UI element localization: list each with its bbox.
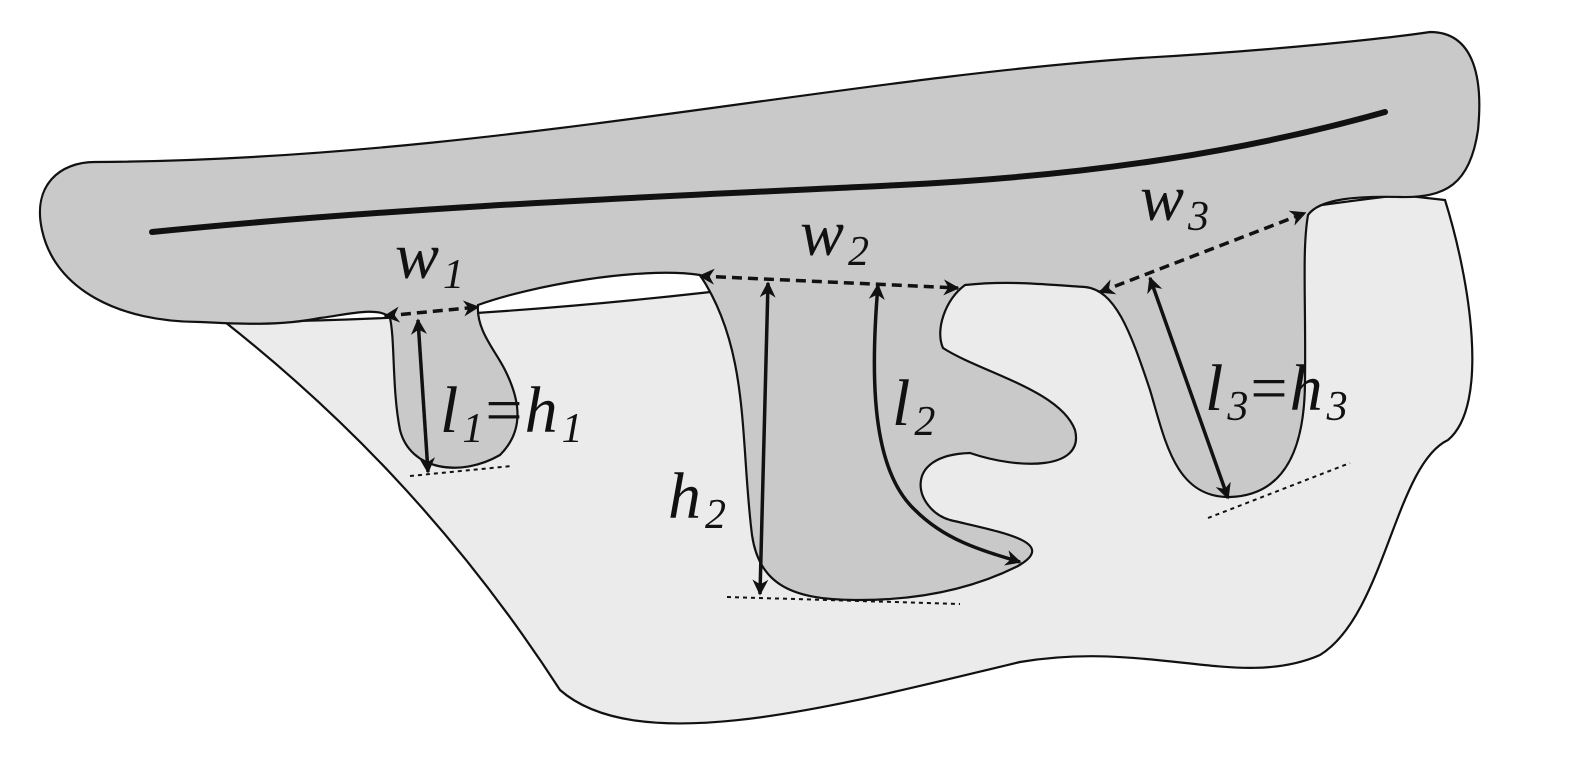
tip-baseline-2 (726, 596, 961, 605)
label-equals-3: = (1250, 352, 1287, 425)
label-equals-1: = (485, 374, 522, 447)
length-height-arrow-1 (410, 318, 436, 474)
tip-baseline-1 (409, 465, 513, 477)
label-l2-sub: 2 (914, 399, 935, 445)
label-w2-letter: w (800, 197, 844, 270)
label-w3-sub: 3 (1187, 194, 1209, 240)
height-arrow-2 (752, 281, 776, 596)
length-height-arrow-3 (1147, 276, 1231, 500)
label-w2-sub: 2 (848, 229, 869, 275)
internal-boundary-curve (149, 109, 1388, 235)
tip-baseline-3 (1207, 462, 1351, 519)
label-l1-equals-h1: l1=h1 (440, 374, 583, 452)
label-l1-letter: l (440, 374, 458, 447)
label-l3-equals-h3: l3=h3 (1205, 352, 1348, 430)
label-l1-sub: 1 (462, 406, 483, 452)
label-w3: w3 (1140, 162, 1209, 240)
label-h2-sub: 2 (705, 492, 726, 538)
label-w2: w2 (800, 197, 869, 275)
label-h3-sub: 3 (1326, 384, 1348, 430)
label-w3-letter: w (1140, 162, 1184, 235)
label-h1-sub: 1 (562, 406, 583, 452)
label-l3-letter: l (1205, 352, 1223, 425)
length-arrow-2 (868, 283, 1022, 566)
label-w1-letter: w (395, 220, 439, 293)
label-h3-letter: h (1290, 352, 1323, 425)
label-l3-sub: 3 (1226, 384, 1248, 430)
label-w1-sub: 1 (443, 252, 464, 298)
label-h2: h2 (668, 460, 726, 538)
label-h2-letter: h (668, 460, 701, 533)
width-arrow-3 (1098, 210, 1307, 295)
label-l2-letter: l (892, 367, 910, 440)
label-l2: l2 (892, 367, 935, 445)
label-h1-letter: h (525, 374, 558, 447)
label-w1: w1 (395, 220, 464, 298)
